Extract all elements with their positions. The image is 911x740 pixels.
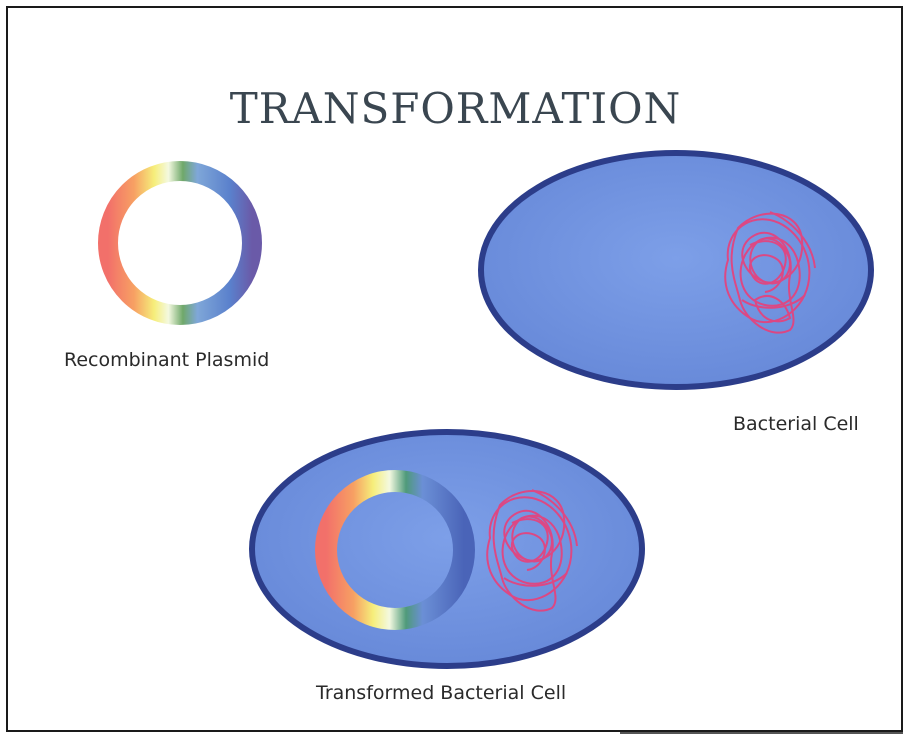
transformed-bacterial-cell (252, 432, 642, 666)
scan-edge-line (620, 732, 903, 734)
recombinant-plasmid (108, 171, 252, 315)
label-transformed-bacterial-cell: Transformed Bacterial Cell (316, 682, 566, 704)
label-recombinant-plasmid: Recombinant Plasmid (64, 349, 269, 371)
label-bacterial-cell: Bacterial Cell (733, 413, 859, 435)
bacterial-cell (481, 153, 871, 387)
